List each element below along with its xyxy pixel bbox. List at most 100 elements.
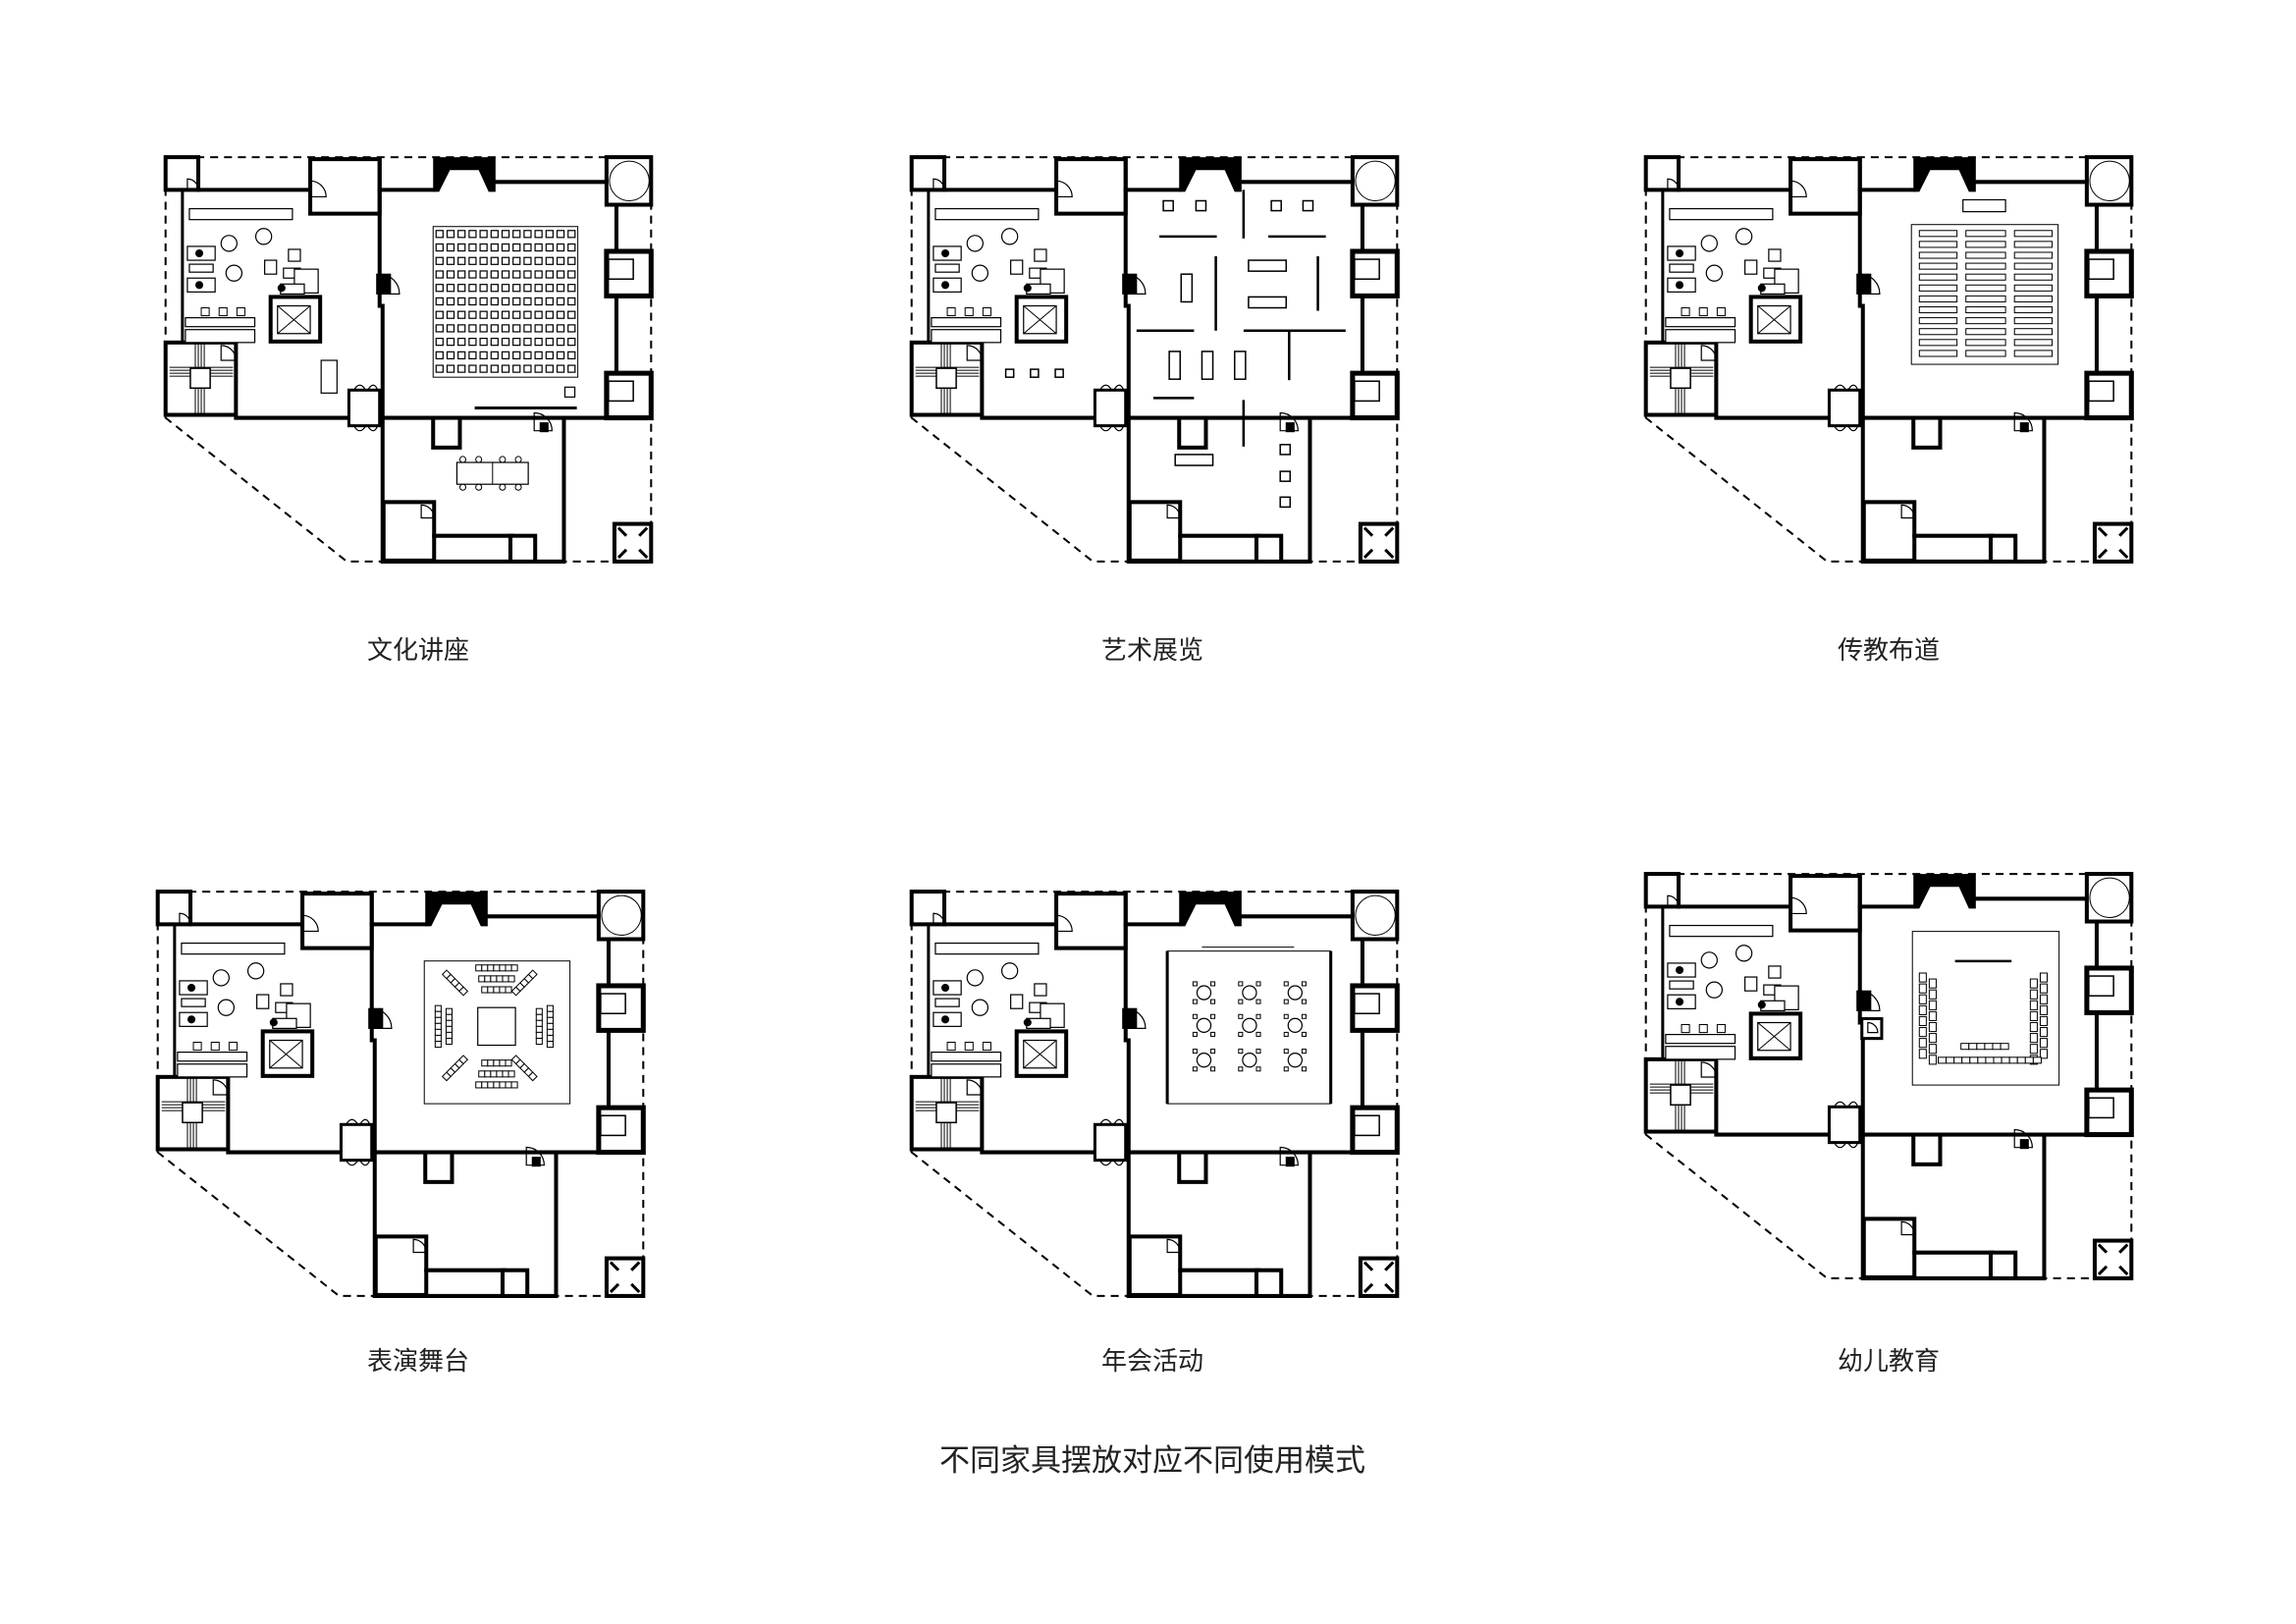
round-table xyxy=(966,969,984,987)
pew xyxy=(1918,295,1958,302)
seat xyxy=(567,243,576,252)
seat xyxy=(457,324,466,333)
seat xyxy=(446,243,455,252)
door-swing-icon xyxy=(1700,1061,1717,1078)
seat xyxy=(478,1070,486,1078)
seat xyxy=(479,284,488,293)
seat xyxy=(512,230,521,239)
door-swing-icon xyxy=(525,1146,545,1166)
pew xyxy=(1918,317,1958,325)
bench-seat xyxy=(1992,1043,2002,1051)
chair xyxy=(1301,999,1307,1004)
seat xyxy=(490,324,499,333)
bench-seat xyxy=(1928,1055,1937,1065)
corner-room xyxy=(155,890,193,927)
round-table xyxy=(1287,985,1304,1001)
pew xyxy=(1965,284,2006,292)
seat xyxy=(446,364,455,373)
bench-seat xyxy=(1918,1038,1927,1049)
seat xyxy=(523,351,532,359)
bench-seat xyxy=(2039,1038,2049,1049)
alcove-niche xyxy=(2088,975,2114,997)
chair xyxy=(1283,1066,1289,1072)
seat xyxy=(535,1013,543,1021)
bench-seat xyxy=(1928,1021,1937,1033)
bench-seat xyxy=(1993,1056,2002,1064)
armchair xyxy=(1768,248,1782,262)
partition xyxy=(1757,305,1791,335)
double-door xyxy=(1093,1122,1128,1163)
door-swing-icon xyxy=(1900,504,1915,519)
corner-room xyxy=(1643,155,1682,192)
side-table xyxy=(934,998,960,1007)
round-table xyxy=(1735,945,1753,962)
door-swing-icon xyxy=(301,914,319,933)
pulpit xyxy=(1962,198,2006,213)
chair xyxy=(964,1042,974,1052)
seat xyxy=(457,351,466,359)
seat xyxy=(490,364,499,373)
seat xyxy=(458,1055,469,1065)
seat xyxy=(523,337,532,347)
stair-landing xyxy=(189,367,211,390)
counter xyxy=(1669,924,1774,938)
lamp-icon xyxy=(1675,965,1684,975)
chair xyxy=(192,1042,202,1052)
alcove-niche xyxy=(608,258,634,280)
lamp-icon xyxy=(1023,1018,1032,1027)
pew xyxy=(1965,251,2006,259)
seat xyxy=(479,256,488,265)
pew xyxy=(1918,339,1958,347)
round-table xyxy=(1700,951,1718,969)
seat xyxy=(487,1081,495,1089)
pew xyxy=(1918,284,1958,292)
alcove-niche xyxy=(2088,380,2114,403)
lamp-icon xyxy=(277,284,286,293)
seat xyxy=(468,324,477,333)
seat xyxy=(523,230,532,239)
double-door xyxy=(1827,1105,1862,1145)
chair xyxy=(475,456,483,463)
round-table xyxy=(212,969,230,987)
lamp-icon xyxy=(194,281,204,290)
site-boundary-dashed xyxy=(910,891,1399,1297)
bench xyxy=(1665,1046,1736,1060)
door-jamb xyxy=(376,273,392,295)
door-swing-icon xyxy=(1055,914,1073,933)
seat xyxy=(484,1070,492,1078)
chair xyxy=(1210,1049,1216,1055)
bar-counter xyxy=(320,359,338,394)
seat xyxy=(490,243,499,252)
round-table xyxy=(225,264,243,282)
lamp-icon xyxy=(194,248,204,258)
seat xyxy=(567,364,576,373)
chair xyxy=(1283,1049,1289,1055)
lower-room xyxy=(381,500,437,563)
lamp-icon xyxy=(940,983,950,993)
seat xyxy=(457,364,466,373)
pew xyxy=(1965,350,2006,357)
desk xyxy=(177,1051,248,1062)
seat xyxy=(534,297,543,306)
door-jamb xyxy=(1122,1007,1138,1029)
stair-landing xyxy=(1670,367,1691,390)
chair xyxy=(1238,981,1244,987)
seat xyxy=(512,297,521,306)
door-swing-icon xyxy=(966,345,983,361)
door-swing-icon xyxy=(1125,273,1147,295)
display-plinth xyxy=(1054,368,1064,378)
seat xyxy=(546,1010,554,1018)
door-box xyxy=(431,415,462,450)
armchair xyxy=(1034,248,1047,262)
bench-seat xyxy=(1928,1044,1937,1055)
chair xyxy=(200,307,210,317)
display-plinth xyxy=(1279,496,1292,509)
alcove-niche xyxy=(1354,993,1380,1014)
counter xyxy=(181,942,286,955)
seat xyxy=(527,969,538,980)
seat xyxy=(512,364,521,373)
chair xyxy=(1255,999,1261,1004)
seat xyxy=(468,243,477,252)
seat xyxy=(499,986,507,994)
plan-label-children: 幼儿教育 xyxy=(1837,1347,1941,1377)
